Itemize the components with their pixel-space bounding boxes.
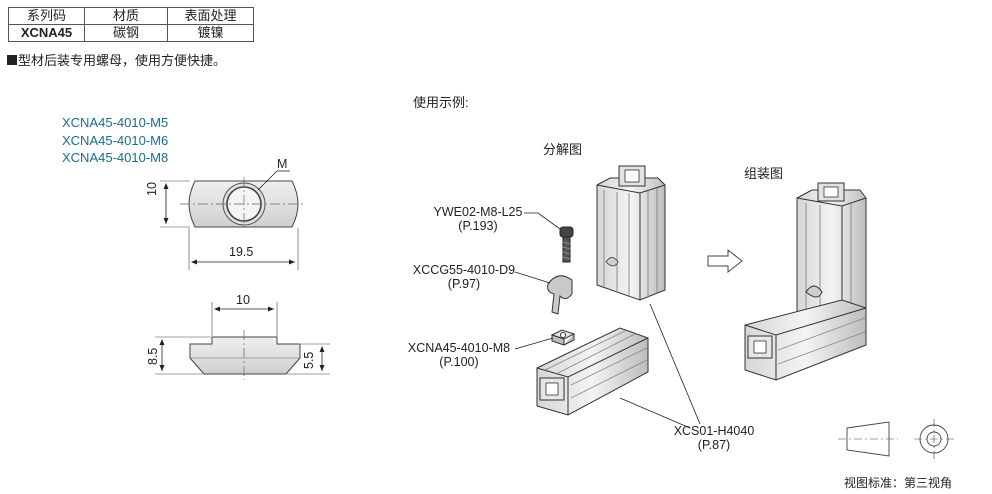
part-number-link[interactable]: XCNA45-4010-M6 — [62, 132, 169, 148]
horizontal-profile-illustration — [536, 327, 649, 416]
arrow-right-icon — [707, 248, 743, 274]
vertical-profile-illustration — [596, 165, 666, 301]
bullet-square-icon — [7, 55, 17, 65]
bolt-illustration — [559, 226, 574, 263]
projection-label: 视图标准：第三视角 — [844, 476, 953, 490]
table-row: XCNA45 碳钢 镀镍 — [8, 24, 254, 42]
callout-page: (P.97) — [447, 277, 481, 291]
cell-material: 碳钢 — [84, 24, 168, 42]
spec-table: 系列码 材质 表面处理 XCNA45 碳钢 镀镍 — [8, 7, 254, 42]
callout-code[interactable]: XCCG55-4010-D9 — [412, 263, 516, 277]
callout-profile: XCS01-H4040 (P.87) — [666, 424, 762, 452]
callout-bracket: XCCG55-4010-D9 (P.97) — [408, 263, 520, 291]
flange-height-dim-label: 5.5 — [302, 351, 316, 369]
callout-code[interactable]: XCS01-H4040 — [673, 424, 755, 438]
top-width-dim-label: 10 — [236, 293, 250, 307]
leader-lines — [514, 212, 701, 429]
callout-code[interactable]: YWE02-M8-L25 — [433, 205, 523, 219]
projection-symbol-icon — [838, 419, 954, 459]
feature-note: 型材后装专用螺母，使用方便快捷。 — [7, 50, 226, 69]
part-number-list: XCNA45-4010-M5 XCNA45-4010-M6 XCNA45-401… — [62, 114, 168, 167]
nut-small-illustration — [550, 329, 576, 346]
assembled-illustration — [744, 182, 867, 381]
callout-bolt: YWE02-M8-L25 (P.193) — [430, 205, 526, 233]
total-height-dim-label: 8.5 — [146, 347, 160, 365]
callout-page: (P.193) — [458, 219, 498, 233]
callout-nut: XCNA45-4010-M8 (P.100) — [401, 341, 517, 369]
feature-note-text: 型材后装专用螺母，使用方便快捷。 — [18, 53, 227, 68]
length-dim-label: 19.5 — [229, 245, 254, 259]
example-title: 使用示例: — [413, 95, 469, 110]
assembled-view-label: 组装图 — [744, 166, 784, 181]
bracket-illustration — [547, 275, 573, 315]
callout-page: (P.100) — [439, 355, 479, 369]
nut-front-view — [155, 302, 330, 380]
part-number-link[interactable]: XCNA45-4010-M5 — [62, 115, 169, 130]
cell-finish: 镀镍 — [167, 24, 254, 42]
exploded-view-label: 分解图 — [543, 142, 583, 157]
nut-top-view — [160, 170, 306, 270]
callout-page: (P.87) — [697, 438, 731, 452]
thread-dim-label: M — [277, 157, 288, 171]
callout-code[interactable]: XCNA45-4010-M8 — [407, 341, 511, 355]
part-number-link[interactable]: XCNA45-4010-M8 — [62, 150, 169, 165]
height-top-dim-label: 10 — [145, 182, 159, 196]
cell-series: XCNA45 — [8, 24, 85, 42]
